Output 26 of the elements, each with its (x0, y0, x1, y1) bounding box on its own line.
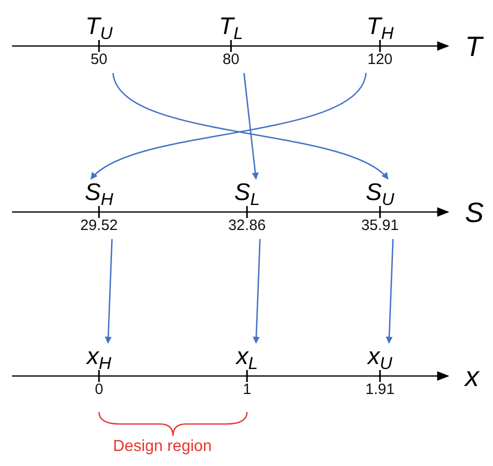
tick-value: 35.91 (361, 217, 399, 235)
axis-label: x (465, 362, 479, 392)
axis-label: S (465, 198, 484, 228)
arrow (104, 238, 113, 344)
tick-value: 120 (367, 51, 393, 69)
arrow (252, 238, 261, 344)
variable-symbol: S$_{L}$ (234, 179, 260, 207)
arrow (386, 238, 394, 344)
arrow (243, 72, 259, 180)
tick-value: 1 (242, 381, 252, 399)
tick-value: 80 (222, 51, 240, 69)
tick-value: 50 (90, 51, 108, 69)
variable-symbol: T$_{U}$ (85, 13, 113, 41)
tick-value: 0 (94, 381, 104, 399)
variable-symbol: x$_{U}$ (368, 343, 392, 371)
tick-value: 1.91 (365, 381, 395, 399)
variable-symbol: x$_{H}$ (86, 343, 112, 371)
variable-symbol: T$_{L}$ (218, 13, 244, 41)
variable-symbol: S$_{U}$ (366, 179, 394, 207)
region-label: Design region (113, 438, 212, 456)
axis-label: T (465, 32, 482, 62)
variable-symbol: S$_{H}$ (84, 179, 114, 207)
variable-symbol: T$_{H}$ (366, 13, 394, 41)
tick-value: 32.86 (228, 217, 266, 235)
variable-symbol: x$_{L}$ (236, 343, 258, 371)
tick-value: 29.52 (80, 217, 118, 235)
